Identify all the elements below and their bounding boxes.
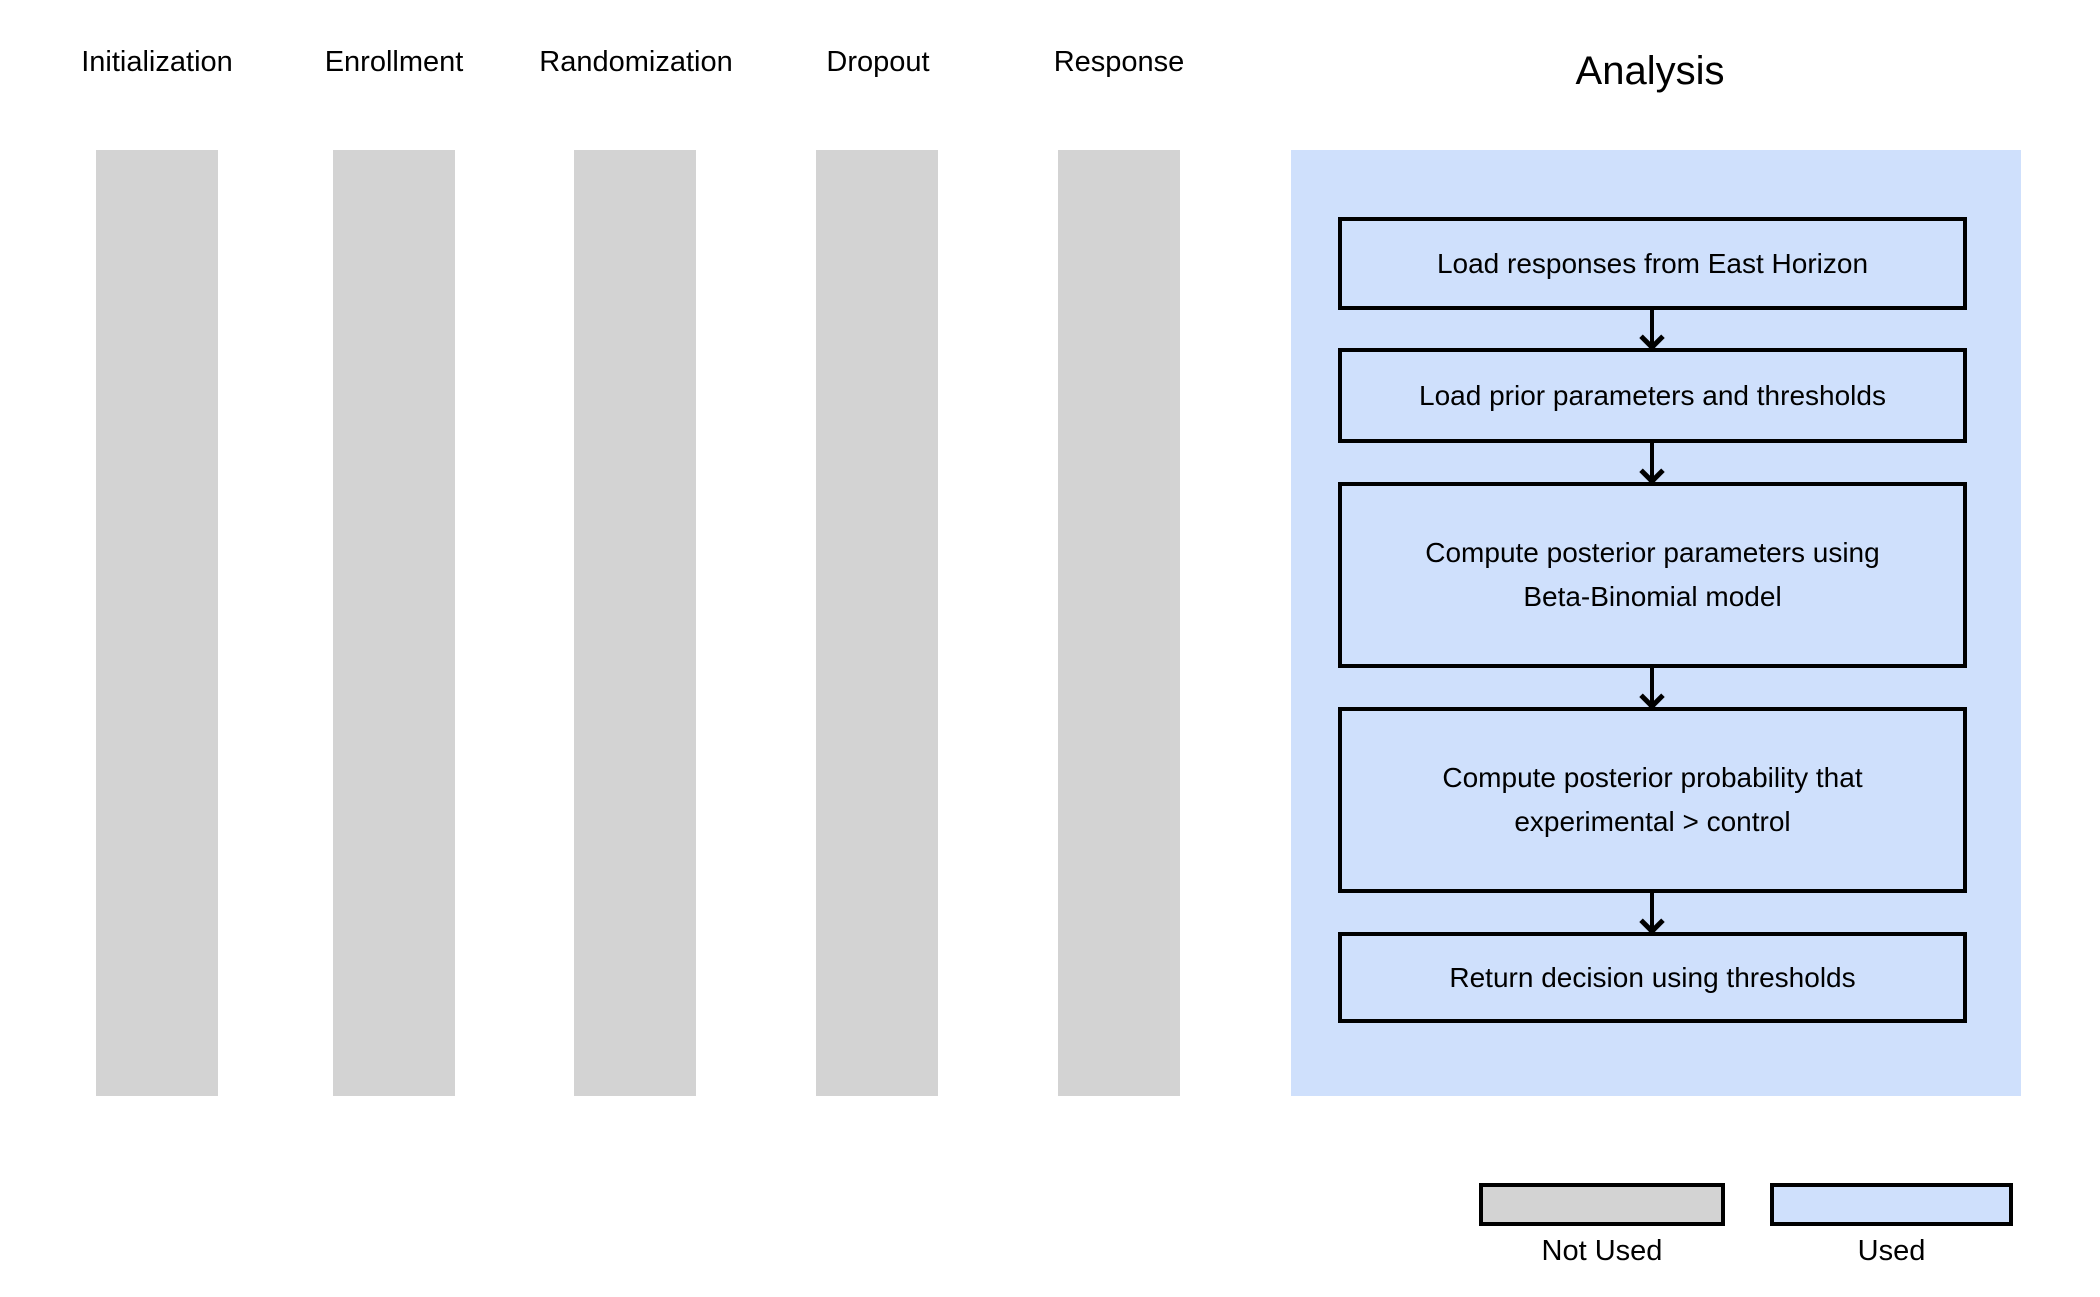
flow-step-label: Compute posterior parameters using Beta-… xyxy=(1425,537,1880,612)
column-header-initialization: Initialization xyxy=(81,46,233,78)
stage-bar-enrollment xyxy=(333,150,455,1096)
flow-step-load-priors: Load prior parameters and thresholds xyxy=(1338,348,1967,443)
stage-bar-initialization xyxy=(96,150,218,1096)
stage-bar-dropout xyxy=(816,150,938,1096)
flow-step-compute-posterior-parameters: Compute posterior parameters using Beta-… xyxy=(1338,482,1967,668)
stage-bar-randomization xyxy=(574,150,696,1096)
flow-step-label: Load prior parameters and thresholds xyxy=(1419,379,1886,411)
down-arrow xyxy=(1640,893,1664,932)
down-arrow xyxy=(1640,310,1664,348)
stage-bar-response xyxy=(1058,150,1180,1096)
column-header-dropout: Dropout xyxy=(826,46,930,78)
analysis-title: Analysis xyxy=(1575,49,1725,93)
flow-step-load-responses: Load responses from East Horizon xyxy=(1338,217,1967,310)
column-header-response: Response xyxy=(1053,46,1185,78)
column-header-enrollment: Enrollment xyxy=(324,46,464,78)
legend-swatch-used xyxy=(1770,1183,2013,1226)
legend-swatch-not-used xyxy=(1479,1183,1725,1226)
down-arrow xyxy=(1640,668,1664,707)
flow-step-compute-posterior-probability: Compute posterior probability that exper… xyxy=(1338,707,1967,893)
flow-step-label: Return decision using thresholds xyxy=(1449,961,1856,993)
column-header-randomization: Randomization xyxy=(539,46,733,78)
legend-label-not-used: Not Used xyxy=(1541,1235,1663,1267)
flow-step-label: Compute posterior probability that exper… xyxy=(1442,762,1863,837)
analysis-panel: Load responses from East Horizon Load pr… xyxy=(1291,150,2021,1096)
down-arrow xyxy=(1640,443,1664,482)
flow-step-label: Load responses from East Horizon xyxy=(1436,247,1869,279)
flow-step-return-decision: Return decision using thresholds xyxy=(1338,932,1967,1023)
legend-label-used: Used xyxy=(1857,1235,1926,1267)
